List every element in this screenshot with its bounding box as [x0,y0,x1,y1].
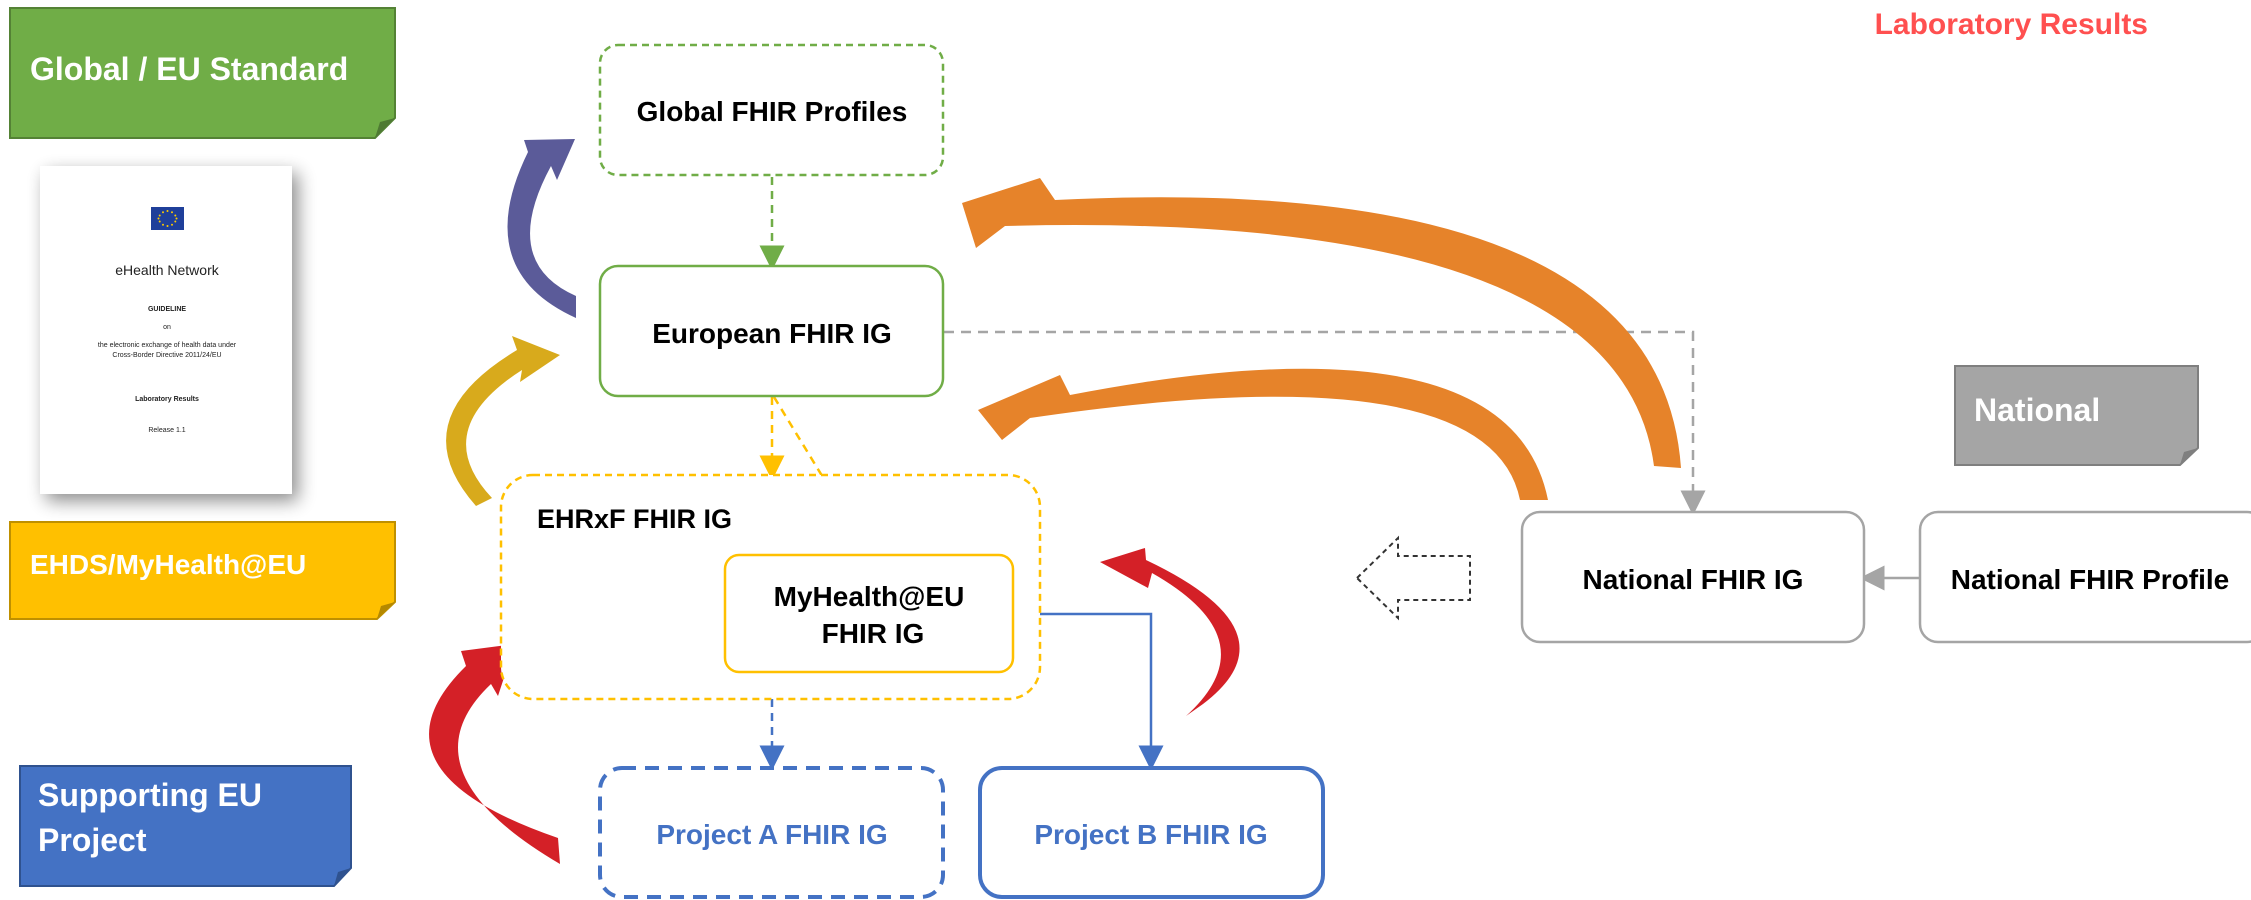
node-national-fhir-profile-label: National FHIR Profile [1951,564,2229,595]
legend-project: Supporting EU Project [19,765,352,887]
yellow-feedback-arrow [446,336,560,506]
eu-flag-icon [151,207,184,230]
legend-national-label: National [1974,392,2100,428]
legend-global: Global / EU Standard [9,7,396,139]
doc-subject: Laboratory Results [135,396,199,403]
legend-ehds-label: EHDS/MyHealth@EU [30,549,306,580]
red-feedback-arrow-left [429,644,560,864]
node-project-b-fhir-ig: Project B FHIR IG [978,766,1325,899]
node-myhealth-label-1: MyHealth@EU [774,581,965,612]
guideline-document: eHealth Network GUIDELINE on the electro… [40,166,292,494]
doc-line2: Cross-Border Directive 2011/24/EU [112,352,221,359]
node-ehrxf-fhir-ig-label: EHRxF FHIR IG [537,504,732,534]
node-project-a-label: Project A FHIR IG [656,819,887,850]
node-european-fhir-ig: European FHIR IG [598,264,945,398]
purple-feedback-arrow [507,139,576,318]
hollow-left-arrow [1355,535,1471,621]
red-feedback-arrow-right [1100,548,1240,716]
connector-myhealth-to-project-b [1013,612,1164,771]
node-national-fhir-profile: National FHIR Profile [1918,510,2251,644]
connector-european-to-national [944,330,1706,516]
page-title: Laboratory Results [1875,8,2148,41]
doc-network: eHealth Network [115,262,219,278]
doc-guideline: GUIDELINE [148,306,186,313]
orange-arrow-national-to-european [978,368,1548,500]
node-myhealth-label-2: FHIR IG [822,618,925,649]
node-european-fhir-ig-label: European FHIR IG [652,318,892,349]
node-project-b-label: Project B FHIR IG [1034,819,1267,850]
eu-flag-stars [157,210,178,227]
node-project-a-fhir-ig: Project A FHIR IG [598,766,945,899]
node-myhealth-fhir-ig: MyHealth@EU FHIR IG [723,553,1015,674]
legend-project-label-2: Project [38,822,147,858]
node-national-fhir-ig: National FHIR IG [1520,510,1866,644]
node-national-fhir-ig-label: National FHIR IG [1583,564,1804,595]
doc-on: on [163,324,171,331]
node-global-fhir-profiles-label: Global FHIR Profiles [637,96,908,127]
legend-ehds: EHDS/MyHealth@EU [9,521,396,620]
orange-arrow-national-to-global [962,178,1681,468]
doc-release: Release 1.1 [148,427,185,434]
node-global-fhir-profiles: Global FHIR Profiles [598,43,945,177]
doc-line1: the electronic exchange of health data u… [98,342,237,349]
legend-national: National [1954,365,2199,466]
legend-project-label-1: Supporting EU [38,777,262,813]
legend-global-label: Global / EU Standard [30,51,348,87]
